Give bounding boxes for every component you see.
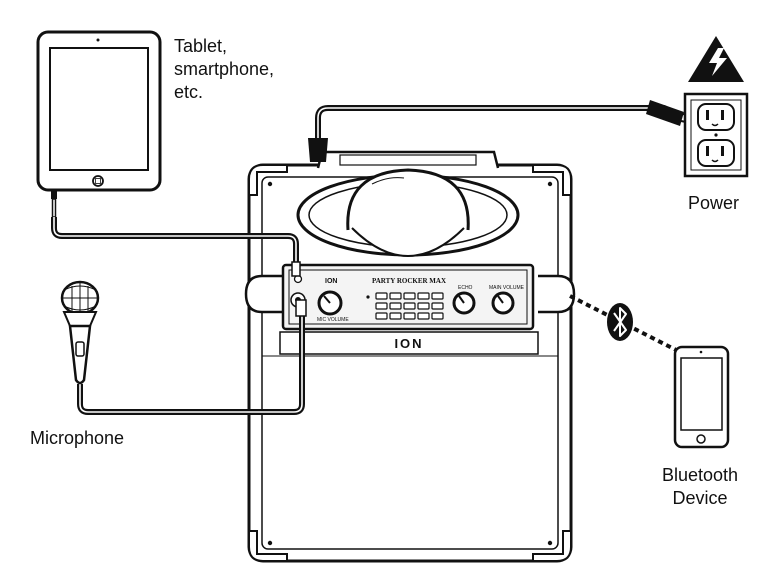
phone-icon bbox=[673, 345, 730, 449]
power-label: Power bbox=[688, 193, 739, 213]
bluetooth-link bbox=[569, 294, 681, 354]
svg-text:Device: Device bbox=[672, 488, 727, 508]
svg-text:etc.: etc. bbox=[174, 82, 203, 102]
bluetooth-device-label: Bluetooth Device bbox=[662, 465, 738, 508]
power-outlet-icon bbox=[683, 92, 749, 178]
warning-icon bbox=[688, 36, 744, 82]
bluetooth-icon bbox=[607, 303, 633, 341]
speaker-cabinet: ION bbox=[244, 150, 576, 563]
control-panel: ION PARTY ROCKER MAX MIC VOLUME ECHO MAI… bbox=[281, 263, 535, 331]
microphone-icon bbox=[60, 280, 100, 385]
panel-buttons bbox=[366, 292, 444, 320]
echo-knob: ECHO bbox=[452, 285, 476, 315]
microphone-label: Microphone bbox=[30, 428, 124, 448]
svg-text:Bluetooth: Bluetooth bbox=[662, 465, 738, 485]
light-dome bbox=[296, 168, 520, 258]
svg-text:Tablet,: Tablet, bbox=[174, 36, 227, 56]
main-volume-knob: MAIN VOLUME bbox=[489, 285, 525, 315]
model-name: PARTY ROCKER MAX bbox=[372, 277, 446, 285]
mic-volume-knob: MIC VOLUME bbox=[317, 290, 349, 323]
panel-brand: ION bbox=[325, 278, 337, 285]
svg-text:MAIN VOLUME: MAIN VOLUME bbox=[489, 285, 525, 291]
power-cable bbox=[315, 105, 680, 140]
svg-text:ECHO: ECHO bbox=[458, 285, 473, 291]
tablet-label: Tablet, smartphone, etc. bbox=[174, 36, 274, 102]
svg-text:MIC VOLUME: MIC VOLUME bbox=[317, 317, 349, 323]
svg-text:smartphone,: smartphone, bbox=[174, 59, 274, 79]
front-brand-logo: ION bbox=[394, 336, 423, 351]
tablet-icon bbox=[36, 30, 162, 218]
